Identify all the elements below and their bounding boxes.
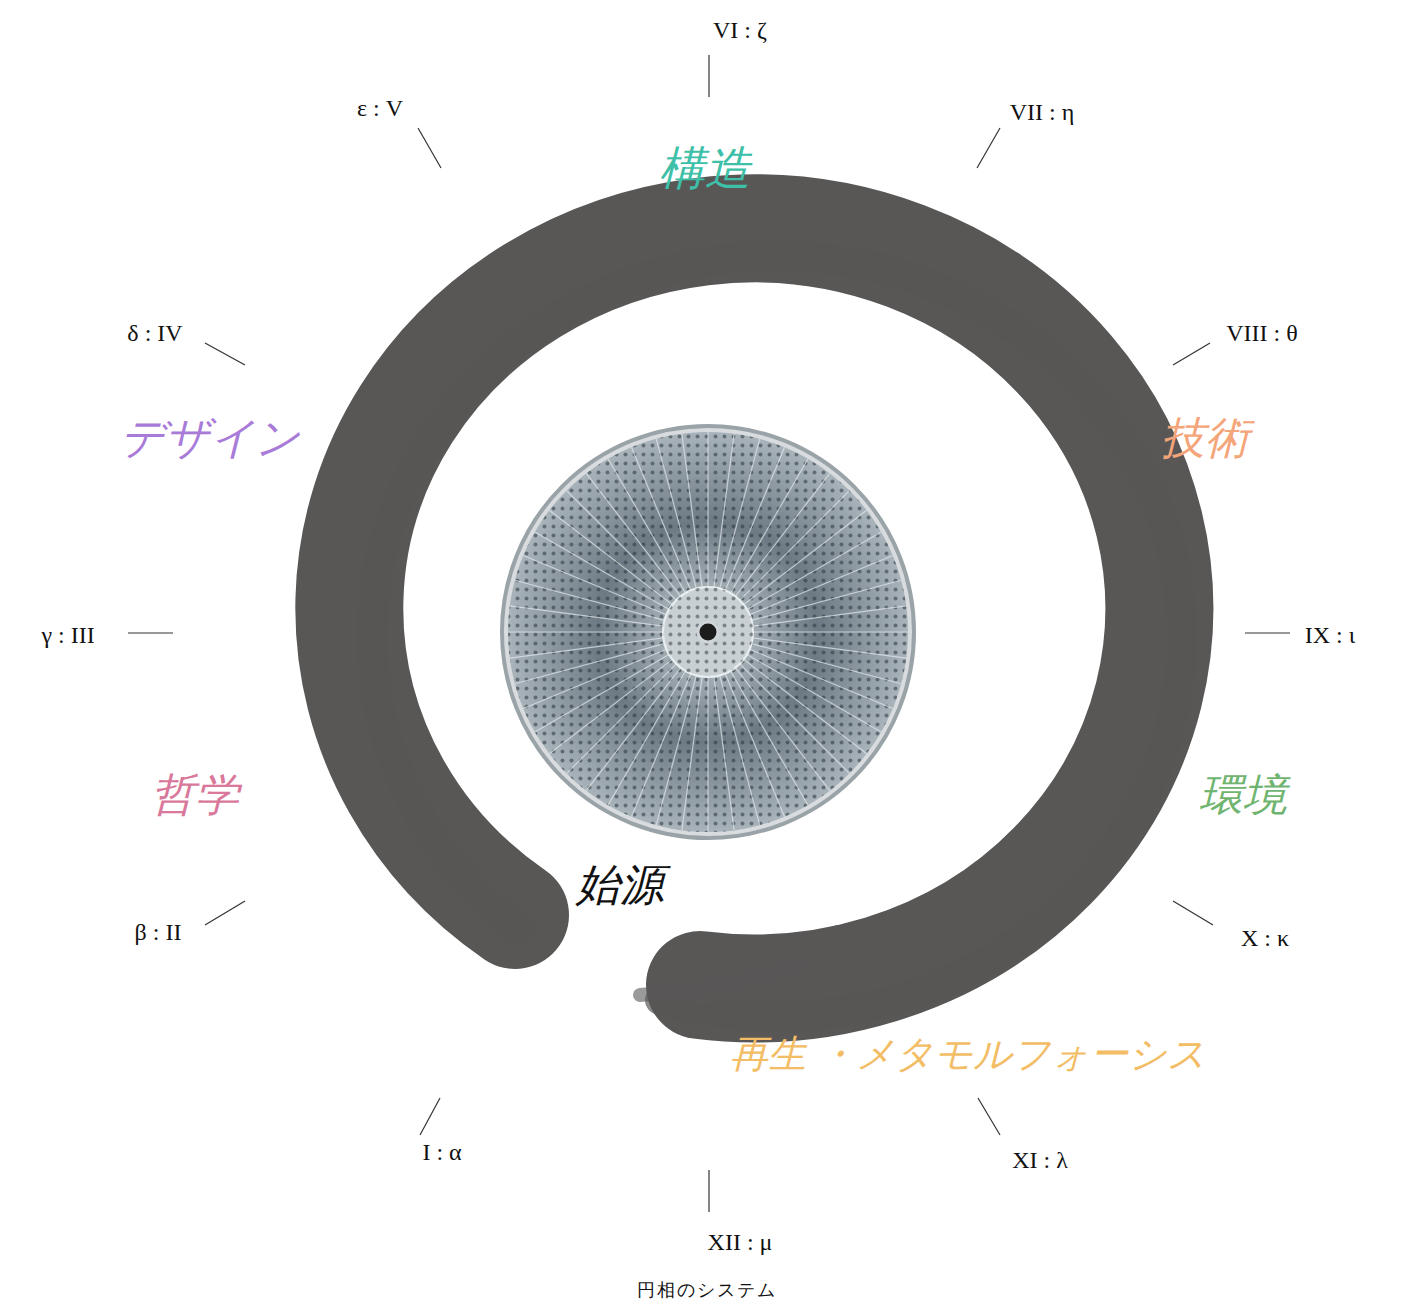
- category-label: 環境: [1199, 771, 1287, 819]
- caption: 円相のシステム: [637, 1280, 777, 1300]
- disc-ray: [549, 659, 672, 753]
- disc-ray: [747, 532, 881, 610]
- disc-ray: [586, 473, 680, 596]
- disc-ray: [567, 664, 677, 774]
- disc-ray: [608, 671, 686, 805]
- disc-ray: [744, 659, 867, 753]
- disc-ray: [740, 491, 850, 601]
- disc-ray: [731, 459, 809, 593]
- enso-brush: [349, 228, 1181, 1016]
- disc-ray: [523, 555, 666, 614]
- callout-number: X : κ: [1241, 925, 1289, 951]
- callout-number: δ : IV: [127, 320, 182, 346]
- disc-ray: [751, 580, 901, 620]
- callout-number: β : II: [135, 919, 182, 945]
- disc-ray: [567, 491, 677, 601]
- disc-ray: [656, 675, 696, 825]
- category-label: 哲学: [151, 771, 239, 819]
- disc-ray: [725, 447, 784, 590]
- category-label: 再生 ・メタモルフォーシス: [730, 1034, 1206, 1076]
- disc-ray: [515, 644, 665, 684]
- disc-ray: [535, 655, 669, 733]
- disc-ray: [714, 434, 734, 588]
- disc-ray: [720, 439, 760, 589]
- leader-line: [128, 55, 1290, 1212]
- disc-ray: [510, 638, 664, 658]
- callout-number: VII : η: [1010, 99, 1075, 125]
- disc-ray: [586, 668, 680, 791]
- category-label: 構造: [659, 143, 751, 194]
- callout-number: γ : III: [41, 622, 94, 648]
- disc-ray: [744, 510, 867, 604]
- filter-disc: [502, 426, 914, 838]
- disc-ray: [740, 664, 850, 774]
- disc-ray: [750, 555, 893, 614]
- callout-number: VIII : θ: [1226, 320, 1297, 346]
- disc-ray: [714, 677, 734, 831]
- disc-ray: [707, 677, 708, 832]
- disc-ray: [720, 675, 760, 825]
- disc-ray: [608, 459, 686, 593]
- disc-ray: [549, 510, 672, 604]
- disc-ray: [535, 532, 669, 610]
- category-label: 技術: [1161, 414, 1249, 462]
- callout-number: IX : ι: [1305, 622, 1355, 648]
- disc-ray: [725, 674, 784, 817]
- disc-ray: [753, 638, 907, 658]
- disc-ray: [510, 606, 664, 626]
- disc-ray: [631, 674, 690, 817]
- disc-ray: [523, 649, 666, 708]
- disc-ray: [747, 655, 881, 733]
- disc-ray: [751, 644, 901, 684]
- disc-ray: [656, 439, 696, 589]
- disc-ray: [631, 447, 690, 590]
- disc-ray: [750, 649, 893, 708]
- disc-ray: [508, 631, 663, 632]
- callout-number: XI : λ: [1012, 1147, 1068, 1173]
- disc-ray: [735, 473, 829, 596]
- disc-ray: [707, 432, 708, 587]
- callout-number: VI : ζ: [713, 17, 767, 43]
- disc-ray: [753, 631, 908, 632]
- disc-ray: [731, 671, 809, 805]
- callout-number: I : α: [422, 1139, 461, 1165]
- origin-label: 始源: [576, 861, 664, 909]
- disc-ray: [735, 668, 829, 791]
- callout-number: XII : μ: [708, 1229, 773, 1255]
- disc-ray: [753, 606, 907, 626]
- disc-ray: [682, 677, 702, 831]
- callout-number: ε : V: [357, 95, 403, 121]
- category-label: デザイン: [120, 414, 300, 462]
- disc-ray: [682, 434, 702, 588]
- disc-ray: [515, 580, 665, 620]
